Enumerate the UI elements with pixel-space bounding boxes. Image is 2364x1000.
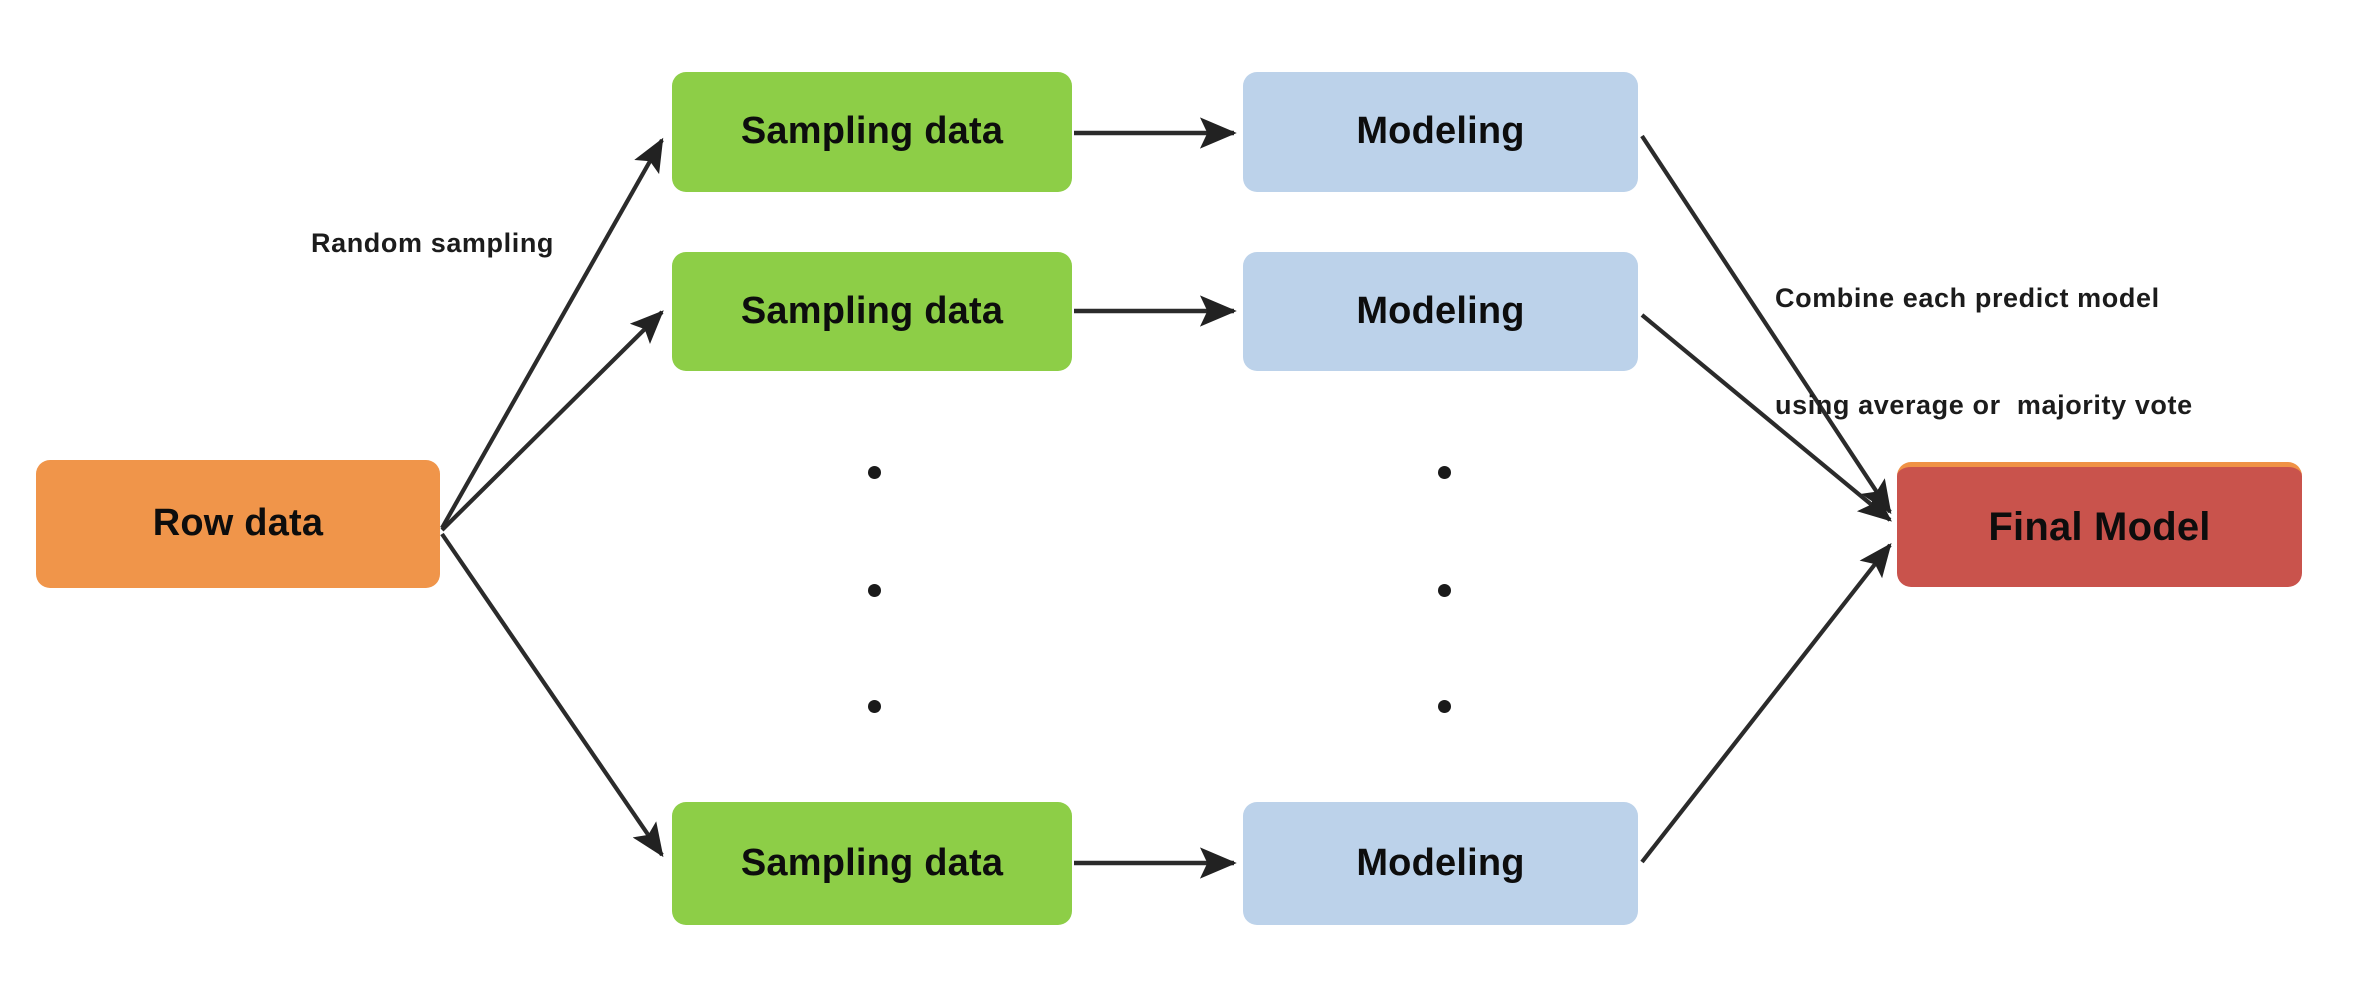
node-sampling-data-2[interactable]: Sampling data: [672, 252, 1072, 371]
node-modeling-2-label: Modeling: [1356, 289, 1525, 332]
ellipsis-dot-modeling-2: [1438, 584, 1451, 597]
node-sampling-data-2-label: Sampling data: [740, 289, 1004, 332]
caption-combine-line-2: using average or majority vote: [1775, 390, 2193, 421]
node-modeling-3-label: Modeling: [1356, 841, 1525, 884]
node-modeling-2[interactable]: Modeling: [1243, 252, 1638, 371]
caption-combine-line-1: Combine each predict model: [1775, 283, 2160, 314]
node-row-data[interactable]: Row data: [36, 460, 440, 588]
node-sampling-data-1[interactable]: Sampling data: [672, 72, 1072, 192]
node-modeling-1[interactable]: Modeling: [1243, 72, 1638, 192]
ellipsis-dot-sampling-1: [868, 466, 881, 479]
node-sampling-data-3[interactable]: Sampling data: [672, 802, 1072, 925]
edge-source-to-sampling-2: [440, 310, 664, 532]
ellipsis-dot-modeling-1: [1438, 466, 1451, 479]
node-sampling-data-1-label: Sampling data: [740, 110, 1004, 153]
ellipsis-dot-sampling-3: [868, 700, 881, 713]
node-row-data-label: Row data: [152, 502, 324, 545]
ellipsis-dot-modeling-3: [1438, 700, 1451, 713]
node-final-model-label: Final Model: [1988, 505, 2211, 549]
node-modeling-1-label: Modeling: [1356, 110, 1525, 153]
caption-random-sampling: Random sampling: [311, 228, 555, 258]
node-final-model[interactable]: Final Model: [1897, 462, 2302, 587]
caption-combine-predictions: Combine each predict model using average…: [1775, 210, 2193, 495]
edge-source-to-sampling-3: [440, 532, 664, 858]
edge-modeling-3-to-final: [1640, 543, 1892, 864]
edge-source-to-sampling-1: [440, 137, 664, 530]
node-sampling-data-3-label: Sampling data: [740, 841, 1004, 884]
node-modeling-3[interactable]: Modeling: [1243, 802, 1638, 925]
ellipsis-dot-sampling-2: [868, 584, 881, 597]
